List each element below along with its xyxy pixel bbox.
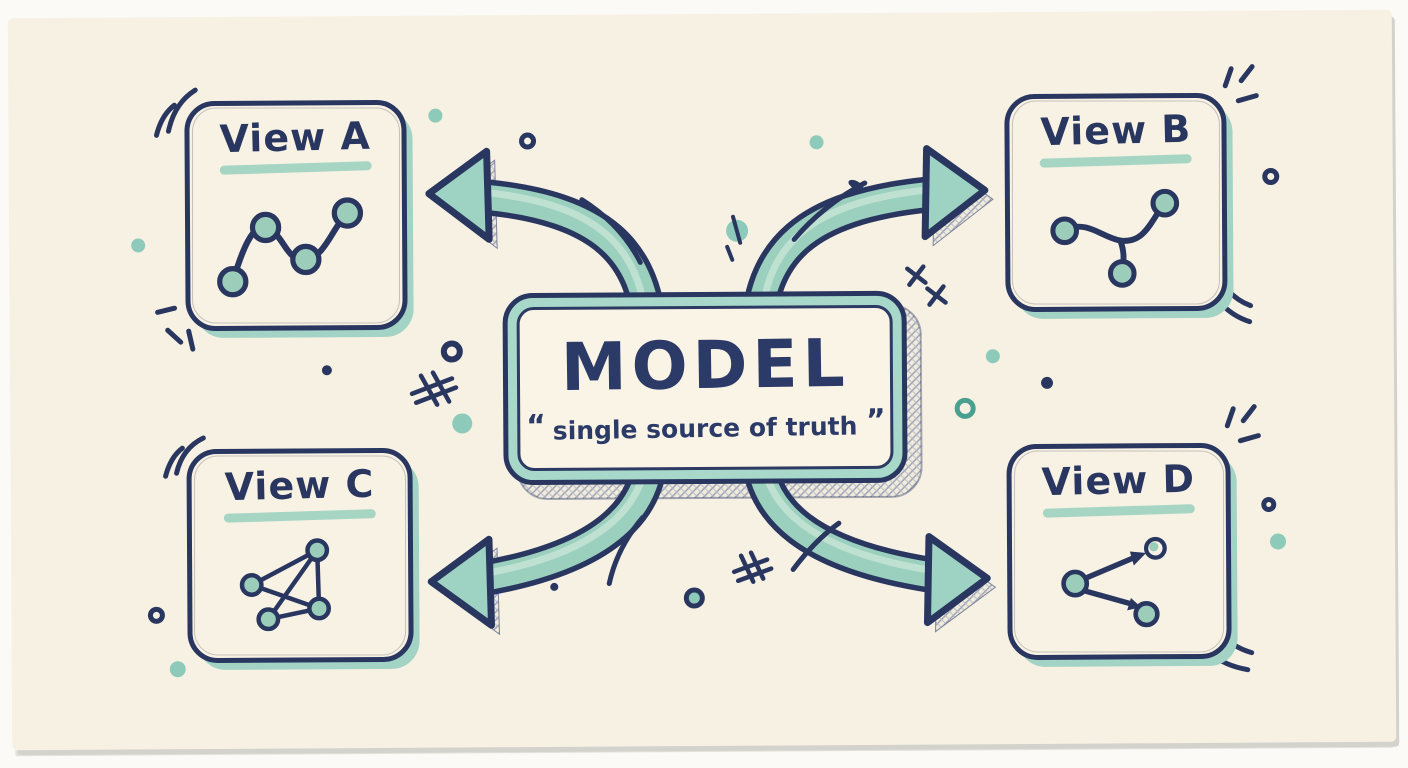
view-c-underline — [223, 508, 376, 523]
view-b-box: View B — [1004, 92, 1228, 313]
model-subtitle-text: single source of truth — [552, 411, 858, 446]
view-a-underline — [219, 160, 372, 175]
view-d-underline — [1042, 503, 1195, 518]
view-b-title: View B — [1039, 106, 1192, 155]
model-box: MODEL “ single source of truth ” — [502, 290, 908, 486]
branch-curve-doodle — [1050, 188, 1180, 288]
model-box-inner: MODEL “ single source of truth ” — [516, 304, 894, 472]
view-a-box: View A — [184, 99, 408, 332]
view-b-underline — [1039, 153, 1192, 168]
network-graph-doodle — [239, 538, 332, 631]
model-subtitle: “ single source of truth ” — [526, 403, 884, 446]
quote-close: ” — [865, 403, 885, 439]
fan-out-arrows-doodle — [1061, 536, 1167, 628]
view-d-box: View D — [1006, 442, 1232, 661]
view-d-title: View D — [1041, 456, 1196, 505]
model-title: MODEL — [559, 324, 850, 407]
paper-sheet: View A View B View C — [7, 9, 1397, 751]
view-c-title: View C — [224, 461, 375, 510]
view-c-box: View C — [186, 447, 414, 664]
line-chart-doodle — [217, 197, 364, 298]
view-a-title: View A — [219, 113, 372, 162]
quote-open: “ — [526, 408, 545, 444]
